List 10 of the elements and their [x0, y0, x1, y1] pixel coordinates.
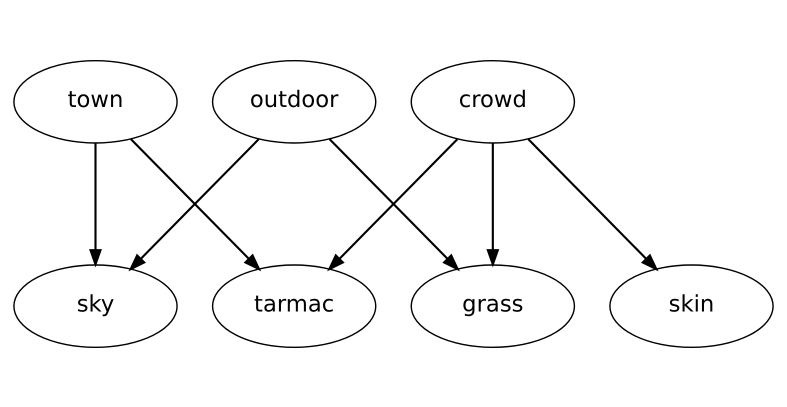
node-ellipse: skin	[609, 264, 774, 348]
node-ellipse: grass	[410, 264, 576, 348]
arrow	[89, 142, 102, 268]
arrow	[486, 142, 500, 268]
arrow	[528, 138, 659, 271]
node-ellipse: tarmac	[212, 264, 376, 348]
node-ellipse: town	[13, 59, 178, 144]
node-ellipse: crowd	[410, 59, 576, 144]
node-ellipse: sky	[13, 264, 178, 348]
node-ellipse: outdoor	[212, 59, 376, 144]
